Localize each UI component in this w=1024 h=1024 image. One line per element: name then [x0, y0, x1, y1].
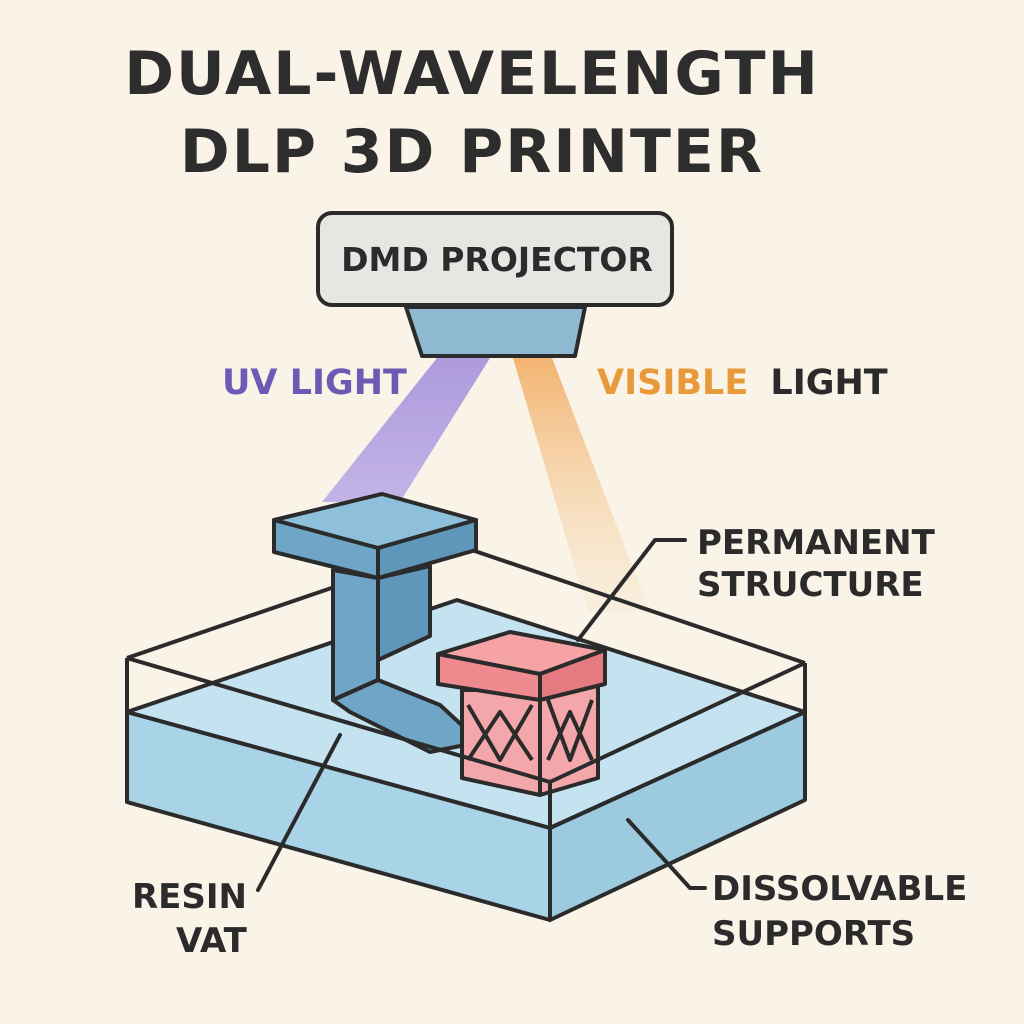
- dissolvable-label-line1: DISSOLVABLE: [712, 869, 967, 909]
- light-word: LIGHT: [770, 363, 887, 403]
- visible-light-beam: [513, 358, 650, 612]
- permanent-label-line2: STRUCTURE: [697, 565, 924, 605]
- projector-lens: [404, 305, 587, 358]
- lattice-front: [460, 688, 542, 797]
- title-line-2: DLP 3D PRINTER: [179, 117, 765, 187]
- support-column-front: [331, 568, 380, 702]
- dissolvable-label-line2: SUPPORTS: [712, 914, 915, 954]
- permanent-leader: [576, 538, 687, 642]
- visible-word: VISIBLE: [597, 363, 748, 403]
- permanent-label-line1: PERMANENT: [697, 523, 936, 563]
- vat-glass-front: [125, 656, 807, 920]
- resin-label-line2: VAT: [176, 921, 248, 961]
- supports-leader: [626, 818, 707, 890]
- lattice-bracing: [466, 699, 594, 762]
- title-line-1: DUAL-WAVELENGTH: [124, 39, 820, 109]
- visible-light-label: VISIBLE LIGHT: [597, 363, 888, 403]
- support-structure: [272, 492, 482, 754]
- projector-label: DMD PROJECTOR: [341, 240, 653, 279]
- resin-label-line1: RESIN: [132, 877, 247, 917]
- uv-light-label: UV LIGHT: [222, 363, 407, 403]
- permanent-structure: [436, 630, 607, 797]
- permanent-side: [538, 648, 607, 702]
- support-slab-side: [376, 518, 478, 580]
- uv-light-beam: [322, 358, 490, 502]
- leader-lines: [256, 538, 707, 892]
- dmd-projector: DMD PROJECTOR: [316, 211, 674, 358]
- resin-leader: [256, 733, 342, 892]
